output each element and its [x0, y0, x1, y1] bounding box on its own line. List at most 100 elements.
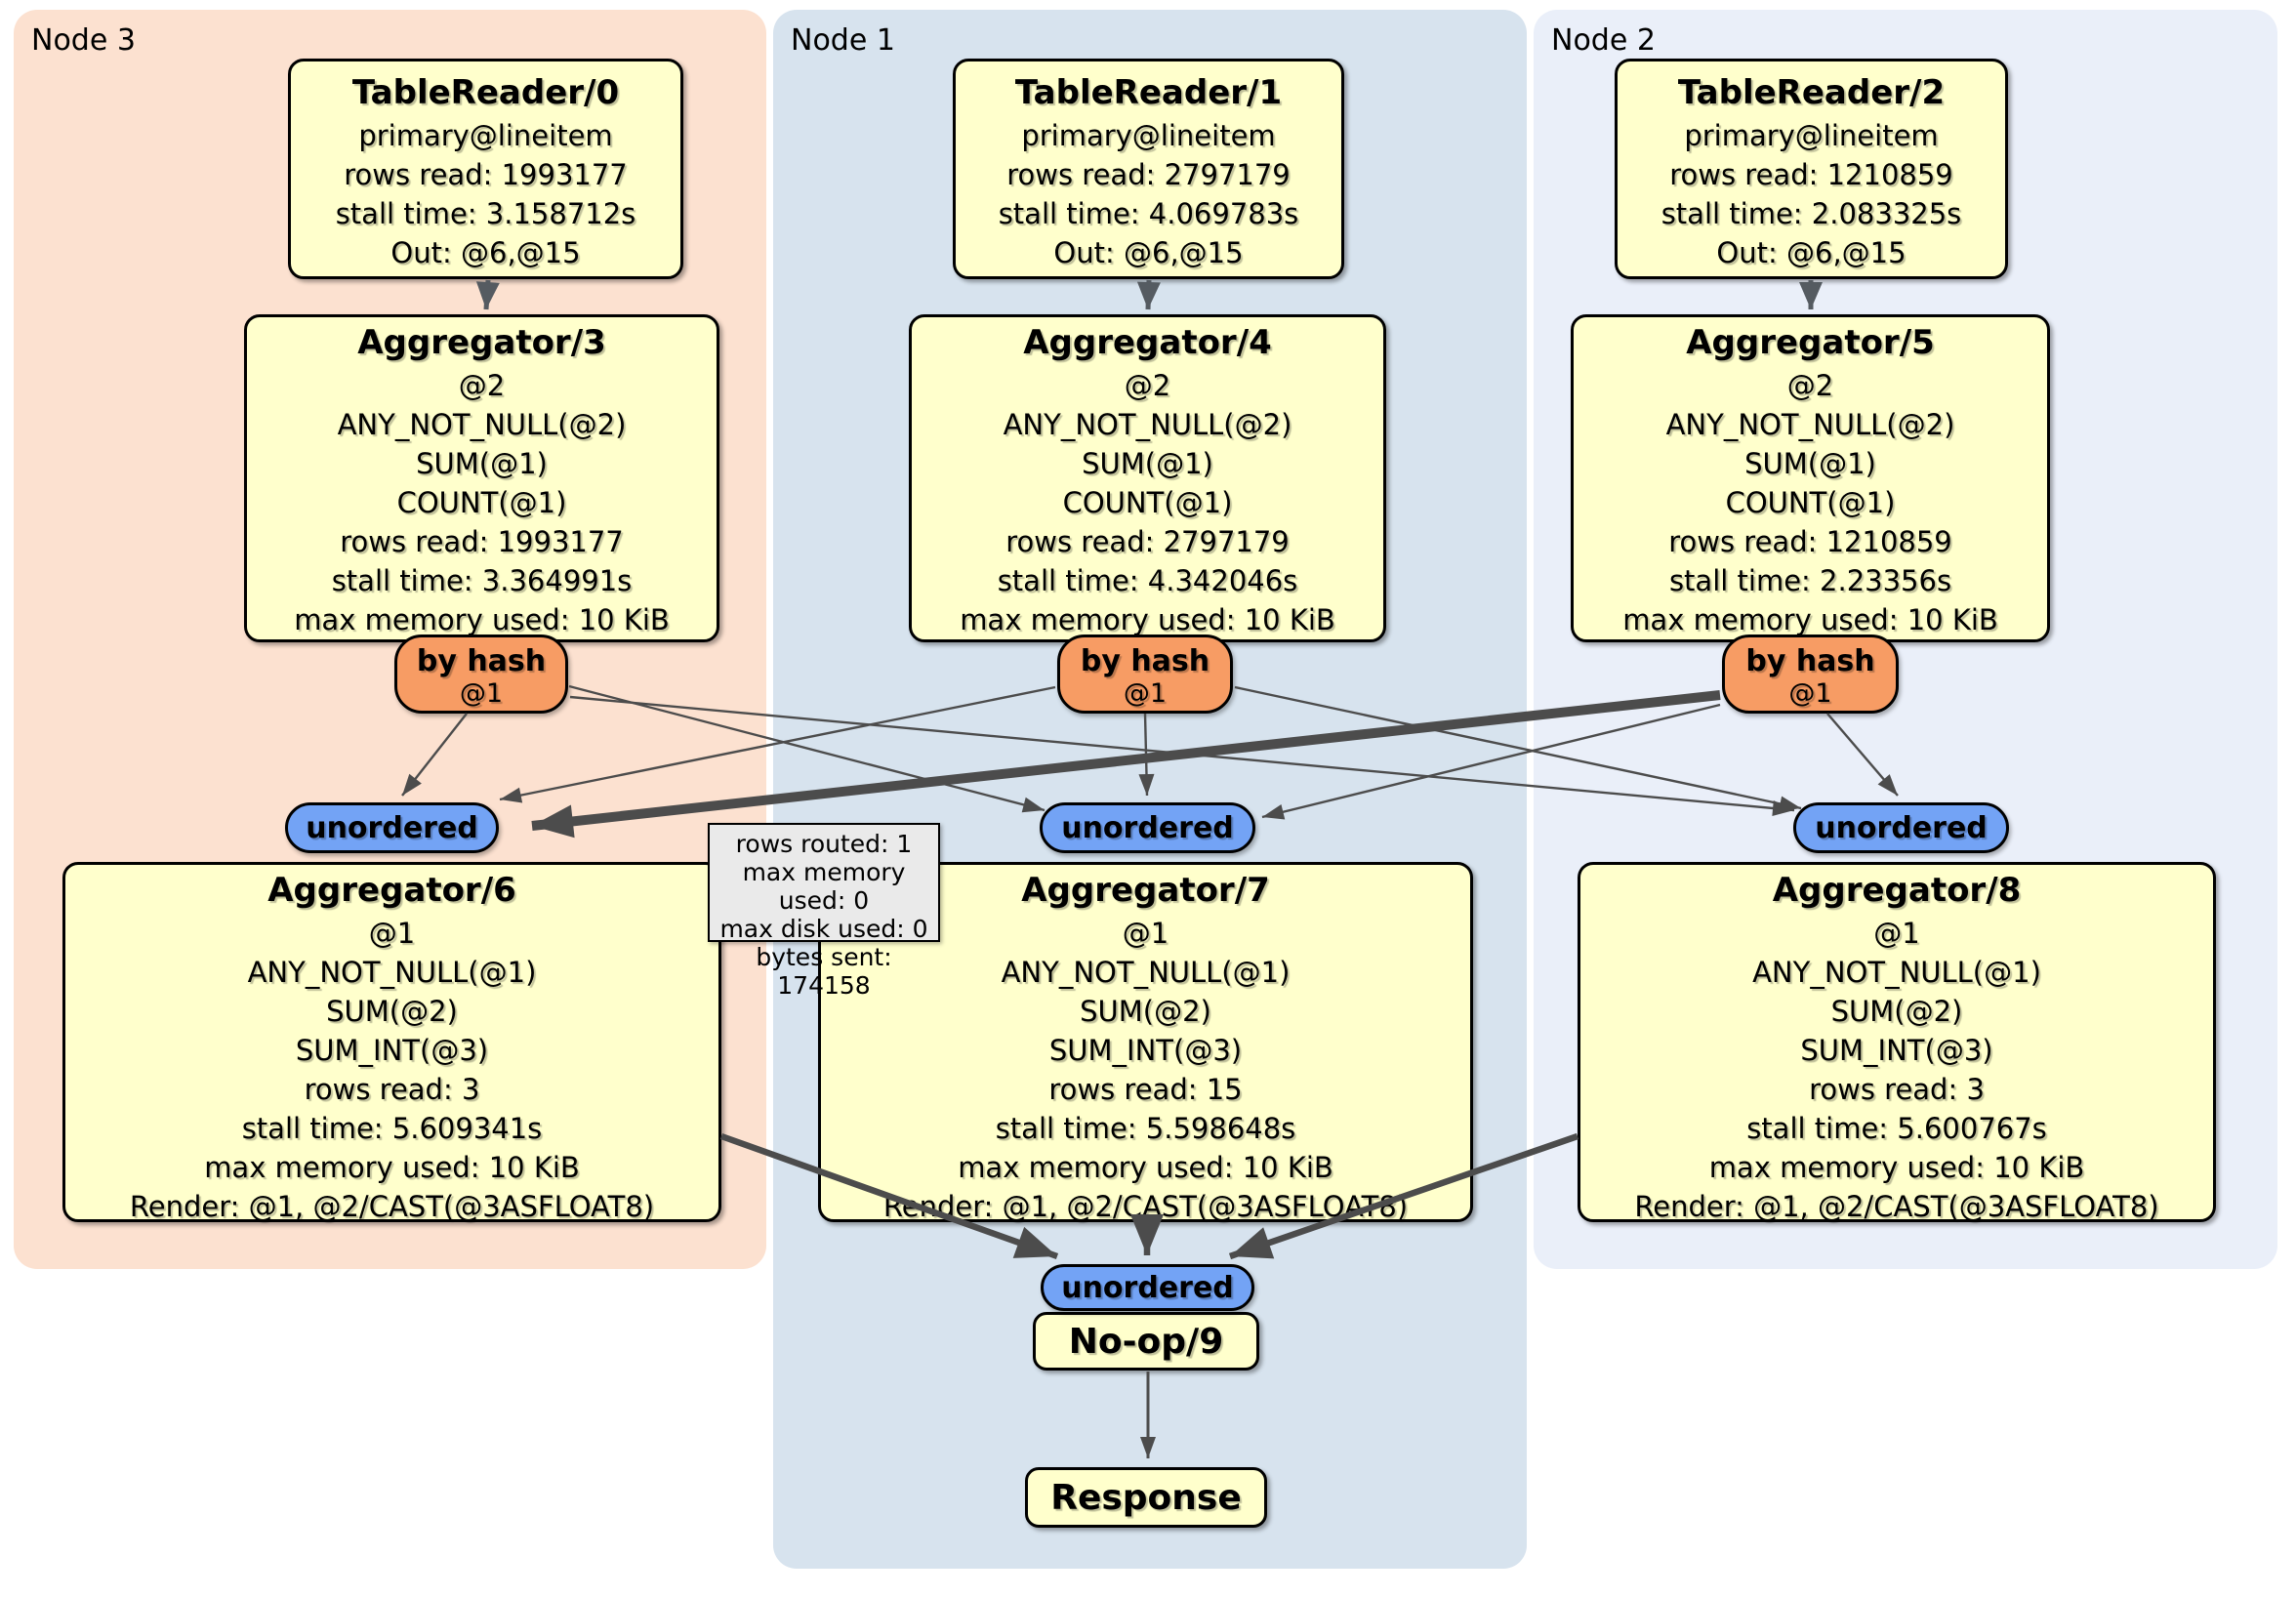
box-line: ANY_NOT_NULL(@2) [1003, 408, 1292, 441]
box-title: No-op/9 [1068, 1321, 1224, 1362]
box-line: ANY_NOT_NULL(@2) [1665, 408, 1955, 441]
box-line: SUM(@1) [1082, 447, 1213, 480]
box-line: SUM(@2) [1830, 995, 1963, 1028]
tablereader-1-box[interactable]: TableReader/1 primary@lineitem rows read… [953, 59, 1344, 279]
box-title: TableReader/0 [351, 73, 620, 112]
box-line: rows read: 3 [304, 1073, 480, 1106]
noop-9-box[interactable]: No-op/9 [1033, 1312, 1259, 1371]
box-title: Aggregator/3 [357, 323, 606, 362]
by-hash-router-right[interactable]: by hash @1 [1722, 635, 1899, 714]
unordered-stream-bottom[interactable]: unordered [1041, 1264, 1254, 1311]
box-line: rows read: 1210859 [1668, 525, 1952, 558]
box-line: rows read: 15 [1048, 1073, 1243, 1106]
box-line: COUNT(@1) [1062, 486, 1233, 519]
box-line: max memory used: 10 KiB [1622, 603, 1998, 636]
unordered-stream-center[interactable]: unordered [1040, 802, 1255, 853]
box-line: SUM(@1) [1744, 447, 1876, 480]
unordered-stream-left[interactable]: unordered [285, 802, 499, 853]
box-line: Render: @1, @2/CAST(@3ASFLOAT8) [1634, 1190, 2159, 1223]
aggregator-6-box[interactable]: Aggregator/6 @1 ANY_NOT_NULL(@1) SUM(@2)… [62, 862, 721, 1223]
box-line: Render: @1, @2/CAST(@3ASFLOAT8) [129, 1190, 655, 1223]
box-line: COUNT(@1) [396, 486, 567, 519]
response-box[interactable]: Response [1025, 1467, 1267, 1528]
box-line: stall time: 3.364991s [331, 564, 633, 597]
box-line: Out: @6,@15 [1053, 236, 1244, 269]
box-title: Aggregator/7 [1021, 871, 1270, 910]
box-title: Aggregator/6 [267, 871, 516, 910]
by-hash-router-center[interactable]: by hash @1 [1057, 635, 1233, 714]
tooltip-line: max disk used: 0 [719, 915, 928, 943]
box-line: SUM_INT(@3) [1048, 1034, 1243, 1067]
box-line: primary@lineitem [358, 119, 613, 152]
node3-label: Node 3 [31, 23, 136, 58]
box-line: @1 [368, 917, 416, 950]
box-title: Response [1050, 1477, 1242, 1518]
box-line: stall time: 3.158712s [335, 197, 636, 230]
box-line: SUM_INT(@3) [1800, 1034, 1993, 1067]
box-line: rows read: 3 [1809, 1073, 1985, 1106]
router-sub: @1 [459, 678, 504, 709]
box-line: max memory used: 10 KiB [204, 1151, 580, 1184]
tablereader-0-box[interactable]: TableReader/0 primary@lineitem rows read… [288, 59, 683, 279]
box-line: @2 [1786, 369, 1834, 402]
router-label: by hash [1080, 644, 1210, 678]
tooltip-line: bytes sent: 174158 [756, 943, 892, 1000]
box-line: rows read: 2797179 [1005, 525, 1290, 558]
box-line: SUM(@1) [416, 447, 548, 480]
box-title: Aggregator/5 [1686, 323, 1935, 362]
tooltip-line: rows routed: 1 [735, 830, 913, 858]
node2-label: Node 2 [1551, 23, 1656, 58]
box-title: TableReader/1 [1014, 73, 1283, 112]
box-line: COUNT(@1) [1725, 486, 1896, 519]
box-line: stall time: 5.609341s [241, 1112, 543, 1145]
box-line: max memory used: 10 KiB [294, 603, 670, 636]
box-line: rows read: 2797179 [1006, 158, 1291, 191]
unordered-stream-right[interactable]: unordered [1793, 802, 2009, 853]
box-line: stall time: 4.069783s [998, 197, 1299, 230]
box-line: stall time: 4.342046s [997, 564, 1298, 597]
box-line: Out: @6,@15 [390, 236, 581, 269]
box-line: @1 [1122, 917, 1169, 950]
box-line: @2 [458, 369, 506, 402]
box-line: @2 [1124, 369, 1171, 402]
box-line: rows read: 1993177 [340, 525, 624, 558]
box-line: Render: @1, @2/CAST(@3ASFLOAT8) [882, 1190, 1409, 1223]
box-line: max memory used: 10 KiB [1708, 1151, 2085, 1184]
box-title: TableReader/2 [1677, 73, 1946, 112]
box-line: ANY_NOT_NULL(@2) [337, 408, 627, 441]
box-line: stall time: 2.083325s [1660, 197, 1962, 230]
box-line: SUM_INT(@3) [295, 1034, 489, 1067]
router-sub: @1 [1788, 678, 1832, 709]
box-title: Aggregator/4 [1023, 323, 1272, 362]
box-line: ANY_NOT_NULL(@1) [1752, 956, 2041, 989]
box-line: Out: @6,@15 [1716, 236, 1906, 269]
aggregator-5-box[interactable]: Aggregator/5 @2 ANY_NOT_NULL(@2) SUM(@1)… [1571, 314, 2050, 642]
box-line: primary@lineitem [1021, 119, 1276, 152]
stream-label: unordered [1061, 810, 1234, 845]
by-hash-router-left[interactable]: by hash @1 [394, 635, 568, 714]
aggregator-8-box[interactable]: Aggregator/8 @1 ANY_NOT_NULL(@1) SUM(@2)… [1578, 862, 2216, 1223]
box-line: rows read: 1993177 [344, 158, 628, 191]
box-line: stall time: 2.23356s [1668, 564, 1952, 597]
aggregator-3-box[interactable]: Aggregator/3 @2 ANY_NOT_NULL(@2) SUM(@1)… [244, 314, 719, 642]
aggregator-4-box[interactable]: Aggregator/4 @2 ANY_NOT_NULL(@2) SUM(@1)… [909, 314, 1386, 642]
router-label: by hash [1745, 644, 1875, 678]
box-title: Aggregator/8 [1772, 871, 2022, 910]
box-line: stall time: 5.600767s [1746, 1112, 2047, 1145]
router-label: by hash [416, 644, 547, 678]
box-line: @1 [1873, 917, 1920, 950]
box-line: ANY_NOT_NULL(@1) [1001, 956, 1291, 989]
box-line: SUM(@2) [326, 995, 458, 1028]
tooltip-line: max memory used: 0 [742, 858, 906, 915]
box-line: stall time: 5.598648s [995, 1112, 1296, 1145]
box-line: rows read: 1210859 [1669, 158, 1953, 191]
stream-label: unordered [1061, 1270, 1234, 1305]
box-line: ANY_NOT_NULL(@1) [247, 956, 537, 989]
stream-label: unordered [1815, 810, 1988, 845]
stream-label: unordered [306, 810, 478, 845]
box-line: max memory used: 10 KiB [958, 1151, 1333, 1184]
box-line: primary@lineitem [1684, 119, 1939, 152]
tablereader-2-box[interactable]: TableReader/2 primary@lineitem rows read… [1615, 59, 2008, 279]
box-line: max memory used: 10 KiB [960, 603, 1335, 636]
